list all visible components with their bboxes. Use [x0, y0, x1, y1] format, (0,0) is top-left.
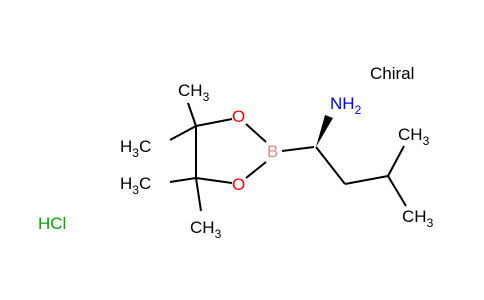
bond-b-c-alpha — [281, 146, 315, 152]
boron-label: B — [267, 142, 278, 161]
bond-c-alpha-ch2 — [315, 146, 346, 185]
bond-c2-o-lower — [195, 177, 233, 184]
wedge-bond-amine — [316, 115, 333, 147]
methyl-bottom-label: CH3 — [190, 218, 222, 241]
oxygen-lower-label: O — [232, 175, 245, 194]
bond-ch2-ch — [344, 175, 389, 185]
bond-ch-ch3-lower — [387, 175, 407, 207]
hcl-label: HCl — [38, 214, 66, 233]
chiral-label: Chiral — [370, 64, 414, 83]
bond-c2-ch3-bottom — [195, 177, 202, 212]
bond-c1-o-upper — [195, 118, 233, 127]
methyl-right-lower-label: CH3 — [402, 207, 434, 230]
bond-o-upper-b — [245, 123, 267, 143]
amine-label: NH2 — [330, 94, 362, 117]
bond-ch-ch3-upper — [387, 145, 405, 177]
bond-o-lower-b — [245, 161, 267, 179]
oxygen-upper-label: O — [232, 107, 245, 126]
methyl-right-upper-label: CH3 — [398, 125, 430, 148]
bond-group — [169, 102, 407, 212]
methyl-top-label: CH3 — [178, 81, 210, 104]
methyl-lower-left-label: H3C — [120, 174, 151, 197]
methyl-upper-left-label: H3C — [120, 137, 151, 160]
bond-c1-ch3-top — [187, 102, 197, 127]
bond-c2-ch3-left — [169, 177, 197, 183]
bond-c1-ch3-left — [169, 125, 197, 141]
